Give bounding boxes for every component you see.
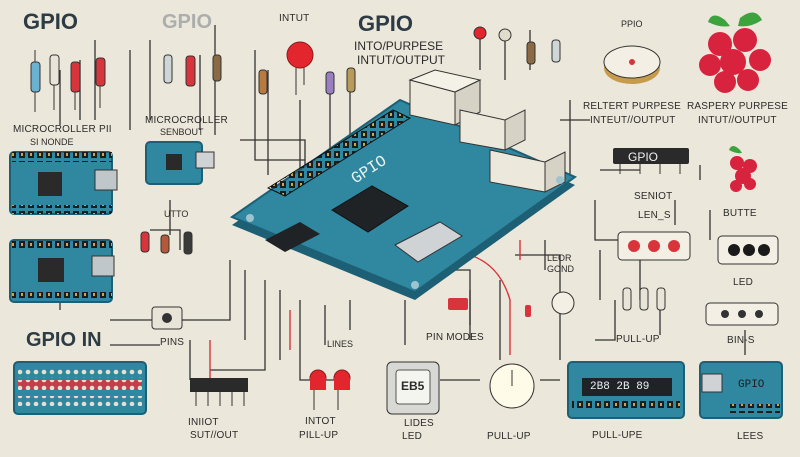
label-intut: INTUT <box>279 13 310 24</box>
label-lees: LEES <box>737 431 764 442</box>
resistor-icon-2 <box>163 54 356 95</box>
left-board-bottom <box>9 239 115 303</box>
title-center: GPIO <box>358 11 414 36</box>
title-gpio-in: GPIO IN <box>26 329 102 351</box>
label-intut-output: INTUT//OUTPUT <box>698 115 777 126</box>
label-pill-up: PILL-UP <box>299 430 339 441</box>
title-top-left: GPIO <box>23 9 79 34</box>
label-raspery-purpese: RASPERY PURPESE <box>687 101 789 112</box>
label-pull-up-right: PULL-UP <box>616 334 660 345</box>
label-led-right: LED <box>733 277 754 288</box>
label-utto: UTTO <box>164 209 189 219</box>
raspberry-icon-small <box>729 146 757 192</box>
label-len-s: LEN_S <box>638 210 671 221</box>
label-gond: GOND <box>547 264 574 274</box>
subtitle-1: INTO/PURPESE <box>354 39 444 53</box>
header-connector <box>190 378 248 406</box>
label-pull-up-center: PULL-UP <box>487 431 531 442</box>
resistor-row-right <box>622 287 779 326</box>
label-microcroller: MICROCROLLER PII <box>13 124 112 135</box>
led-pair <box>309 369 351 410</box>
button-icon <box>603 45 661 84</box>
label-inteut-output: INTEUT//OUTPUT <box>590 115 676 126</box>
label-microcroller-2: MICROCROLLER <box>145 115 228 126</box>
label-lides: LIDES <box>404 418 434 429</box>
label-pull-upe: PULL-UPE <box>592 430 643 441</box>
label-eb5: EB5 <box>401 379 425 393</box>
label-strip-num: 2B8 2B 89 <box>590 381 650 393</box>
label-bottom-right-board: GPIO <box>738 379 765 391</box>
label-seniot: SENIOT <box>634 191 673 202</box>
label-pin-modes: PIN MODES <box>426 332 484 343</box>
subtitle-2: INTUT/OUTPUT <box>357 53 445 67</box>
bottom-right-board <box>699 361 783 419</box>
pushbutton-center <box>448 291 575 317</box>
label-leor: LEOR <box>547 253 572 263</box>
label-gpio-strip: GPIO <box>628 150 659 164</box>
led-bar-right <box>617 231 779 265</box>
label-ppio: PPIO <box>621 19 643 29</box>
led-icon <box>286 26 561 95</box>
label-bin-s: BIN-S <box>727 335 755 346</box>
gpio-strip-right <box>613 148 689 174</box>
left-board-top <box>9 151 118 215</box>
label-reltert-purpese: RELTERT PURPESE <box>583 101 682 112</box>
eb5-module <box>386 361 440 415</box>
label-butte: BUTTE <box>723 208 757 219</box>
gpio-in-board <box>13 361 147 415</box>
dial-icon <box>489 363 535 409</box>
label-senbout: SENBOUT <box>160 127 204 137</box>
strip-board <box>567 361 685 419</box>
raspberry-icon <box>699 12 771 93</box>
label-lines: LINES <box>327 339 354 349</box>
resistor-icon <box>30 50 106 112</box>
label-led-bottom: LED <box>402 431 423 442</box>
label-sut-out: SUT//OUT <box>190 430 239 441</box>
sensor-module <box>145 141 215 185</box>
main-board <box>229 69 578 300</box>
label-intiot: INIIOT <box>188 417 219 428</box>
label-pins: PINS <box>160 337 185 348</box>
title-faded: GPIO <box>162 11 213 33</box>
label-microcroller-small: SI NONDE <box>30 137 74 147</box>
red-wires <box>209 240 521 380</box>
mini-leds-left <box>140 231 193 330</box>
label-intot: INTOT <box>305 416 336 427</box>
